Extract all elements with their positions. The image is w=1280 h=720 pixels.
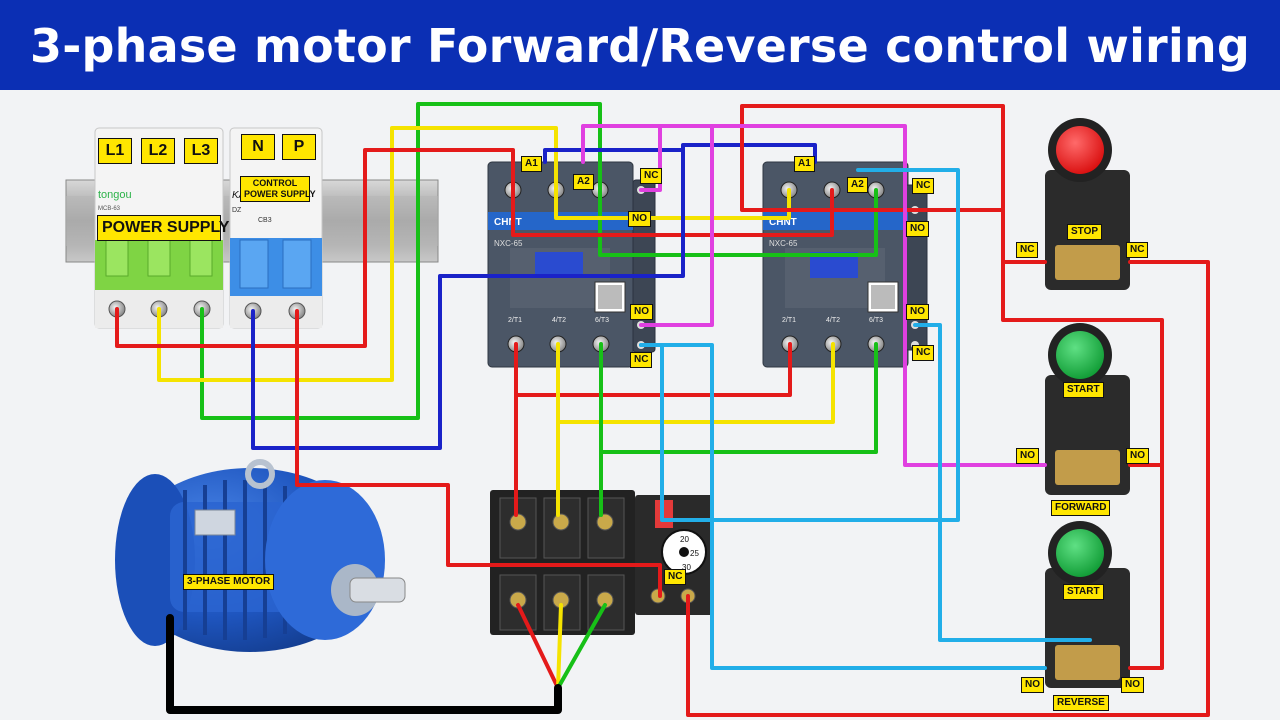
wire-yellow-rev-out: [556, 342, 835, 424]
wire-red-fwd-rev: [1128, 463, 1164, 670]
control-power-label-line1: CONTROL: [252, 178, 298, 188]
cf-bottom-no-label: NO: [630, 304, 653, 320]
contactor-reverse-model: NXC-65: [769, 239, 798, 248]
wire-red-control: [295, 309, 662, 598]
wire-red-relay-stop: [686, 260, 1210, 717]
dial-mark-20: 20: [680, 535, 689, 544]
cf-top-no-label: NO: [628, 211, 651, 227]
wire-green-l3: [200, 102, 602, 420]
terminal-l2: L2: [141, 138, 175, 164]
cr-bottom-nc-label: NC: [912, 345, 935, 361]
cf-a2-label: A2: [573, 174, 594, 190]
title-bar: 3-phase motor Forward/Reverse control wi…: [0, 0, 1280, 90]
reverse-left-no: NO: [1021, 677, 1044, 693]
stop-button-assembly: [1045, 118, 1130, 290]
forward-right-no: NO: [1126, 448, 1149, 464]
contactor-reverse-brand: CHNT: [769, 217, 797, 228]
stop-right-nc: NC: [1126, 242, 1149, 258]
wire-magenta-a1: [581, 124, 1047, 467]
wire-red-rev: [511, 188, 834, 237]
control-model-prefix: DZ: [232, 207, 242, 214]
wires: [115, 102, 1210, 717]
forward-button-assembly: [1045, 323, 1130, 495]
reverse-right-no: NO: [1121, 677, 1144, 693]
contactor-forward-model: NXC-65: [494, 239, 523, 248]
cr-bottom-no-label: NO: [906, 304, 929, 320]
power-supply-label: POWER SUPPLY: [97, 215, 229, 241]
cf-t2: 4/T2: [552, 317, 566, 324]
control-power-label: CONTROL POWER SUPPLY: [240, 176, 316, 202]
cr-t1: 2/T1: [782, 317, 796, 324]
overload-nc-label: NC: [664, 569, 687, 585]
cr-a1-label: A1: [794, 156, 815, 172]
contactor-forward-brand: CHNT: [494, 217, 522, 228]
wire-green-rev: [598, 188, 878, 257]
cr-t2: 4/T2: [826, 317, 840, 324]
cr-top-nc-label: NC: [912, 178, 935, 194]
motor: [115, 459, 406, 652]
wire-blue-neutral: [251, 143, 817, 450]
wire-red-rev-out: [514, 342, 792, 397]
overload-relay: 20 25 30: [490, 490, 713, 635]
power-brand: tongou: [98, 189, 132, 201]
wire-cyan-rev-no: [913, 323, 1092, 642]
cr-top-no-label: NO: [906, 221, 929, 237]
cr-t3: 6/T3: [869, 317, 883, 324]
wire-magenta-fwd-no: [639, 124, 714, 327]
cf-t3: 6/T3: [595, 317, 609, 324]
wire-green-rev-out: [599, 342, 878, 454]
control-power-label-line2: POWER SUPPLY: [244, 189, 316, 199]
reverse-bottom-label: REVERSE: [1053, 695, 1109, 711]
wire-motor-green: [556, 603, 607, 690]
control-brand: KA: [232, 190, 246, 201]
cf-t1: 2/T1: [508, 317, 522, 324]
cf-bottom-nc-label: NC: [630, 352, 653, 368]
wire-yellow-l2: [157, 126, 558, 382]
wire-red-l1: [115, 148, 515, 348]
stop-label: STOP: [1067, 224, 1103, 240]
cf-a1-label: A1: [521, 156, 542, 172]
dial-mark-25: 25: [690, 549, 699, 558]
dial-mark-30: 30: [682, 563, 691, 572]
control-model-code: CB3: [258, 217, 272, 224]
page-title: 3-phase motor Forward/Reverse control wi…: [30, 19, 1250, 73]
wire-motor-black: [166, 614, 562, 714]
forward-start-label: START: [1063, 382, 1104, 398]
wire-motor-red: [516, 603, 560, 690]
forward-bottom-label: FORWARD: [1051, 500, 1111, 516]
power-model: MCB-63: [98, 206, 121, 212]
stop-left-nc: NC: [1016, 242, 1039, 258]
terminal-p: P: [282, 134, 316, 160]
wire-magenta-rev-nc: [639, 124, 662, 192]
cr-a2-label: A2: [847, 177, 868, 193]
wire-red-stop-fwd: [1001, 208, 1164, 467]
terminal-l1: L1: [98, 138, 132, 164]
cf-top-nc-label: NC: [640, 168, 663, 184]
motor-label: 3-PHASE MOTOR: [183, 574, 275, 590]
terminal-l3: L3: [184, 138, 218, 164]
wire-cyan-fwd: [639, 343, 1047, 670]
terminal-n: N: [241, 134, 275, 160]
wire-blue-a2: [543, 148, 685, 164]
reverse-start-label: START: [1063, 584, 1104, 600]
wire-motor-yellow: [556, 603, 563, 690]
reverse-button-assembly: [1045, 521, 1130, 688]
wire-yellow-rev: [554, 188, 791, 220]
forward-left-no: NO: [1016, 448, 1039, 464]
